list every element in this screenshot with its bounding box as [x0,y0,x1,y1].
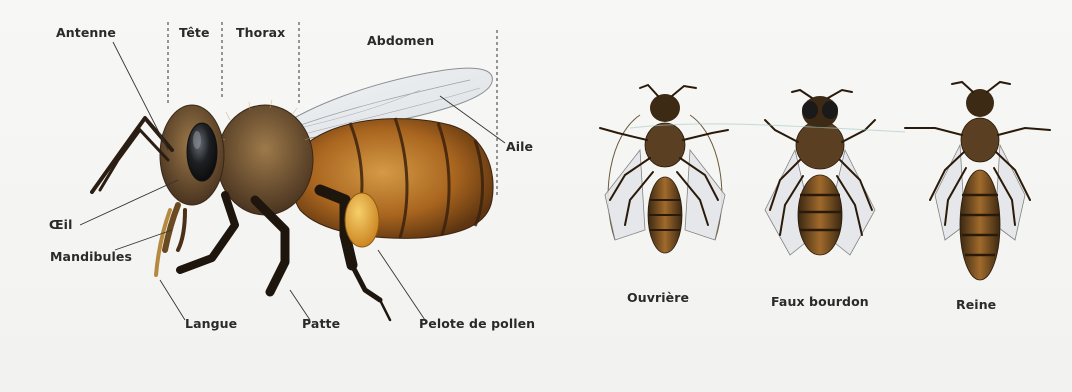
label-abdomen: Abdomen [367,33,434,48]
label-oeil: Œil [49,217,72,232]
queen-bee [905,82,1050,280]
bee-diagram [92,68,493,320]
label-tete: Tête [179,25,210,40]
drone-bee [765,90,875,255]
abdomen-shape [293,119,494,239]
thorax-shape [217,105,313,215]
pollen-pellet [345,193,379,247]
mandibles-shape [165,205,178,250]
label-patte: Patte [302,316,340,331]
label-aile: Aile [506,139,533,154]
label-thorax: Thorax [236,25,285,40]
label-faux-bourdon: Faux bourdon [771,294,869,309]
label-reine: Reine [956,297,996,312]
label-pelote: Pelote de pollen [419,316,535,331]
label-langue: Langue [185,316,237,331]
label-antenne: Antenne [56,25,116,40]
label-ouvriere: Ouvrière [627,290,689,305]
label-mandibules: Mandibules [50,249,132,264]
compound-eye [187,123,217,181]
worker-bee [600,85,728,253]
